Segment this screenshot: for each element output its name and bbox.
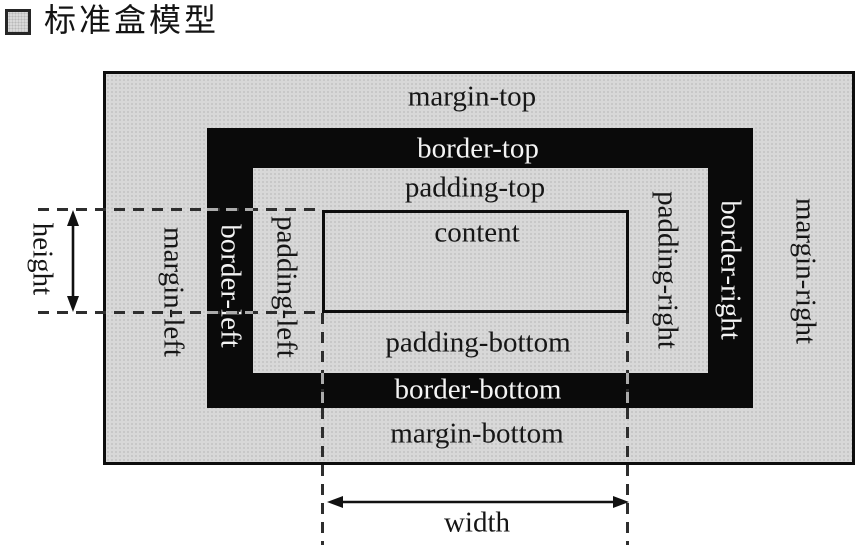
height-guide-bottom-dashed-line xyxy=(38,311,322,314)
label-margin-bottom: margin-bottom xyxy=(390,417,564,450)
page-title: 标准盒模型 xyxy=(44,2,220,38)
label-border-top: border-top xyxy=(417,132,539,165)
height-guide-top-dashed-line xyxy=(38,208,322,211)
label-border-right: border-right xyxy=(714,200,747,340)
square-bullet-icon xyxy=(5,9,31,35)
label-margin-right: margin-right xyxy=(789,197,822,345)
height-guide-bottom-dashed-line-on-border xyxy=(207,311,253,314)
height-arrow-icon xyxy=(67,210,79,312)
label-padding-bottom: padding-bottom xyxy=(385,326,571,359)
label-border-bottom: border-bottom xyxy=(394,373,562,406)
width-arrow-icon xyxy=(327,496,629,508)
label-width: width xyxy=(443,506,511,539)
label-padding-right: padding-right xyxy=(651,191,684,349)
width-guide-left-dashed-line-on-border xyxy=(321,373,324,408)
height-guide-top-dashed-line-on-border xyxy=(207,208,253,211)
label-content: content xyxy=(434,216,520,249)
label-border-left: border-left xyxy=(214,224,247,348)
content-box xyxy=(322,210,629,313)
padding-area xyxy=(253,168,708,373)
width-guide-right-dashed-line xyxy=(626,313,629,545)
label-height: height xyxy=(26,222,59,296)
label-margin-left: margin-left xyxy=(157,227,190,357)
label-padding-left: padding-left xyxy=(270,216,303,358)
label-margin-top: margin-top xyxy=(407,80,537,113)
width-guide-left-dashed-line xyxy=(321,313,324,545)
width-guide-right-dashed-line-on-border xyxy=(626,373,629,408)
label-padding-top: padding-top xyxy=(404,171,546,204)
